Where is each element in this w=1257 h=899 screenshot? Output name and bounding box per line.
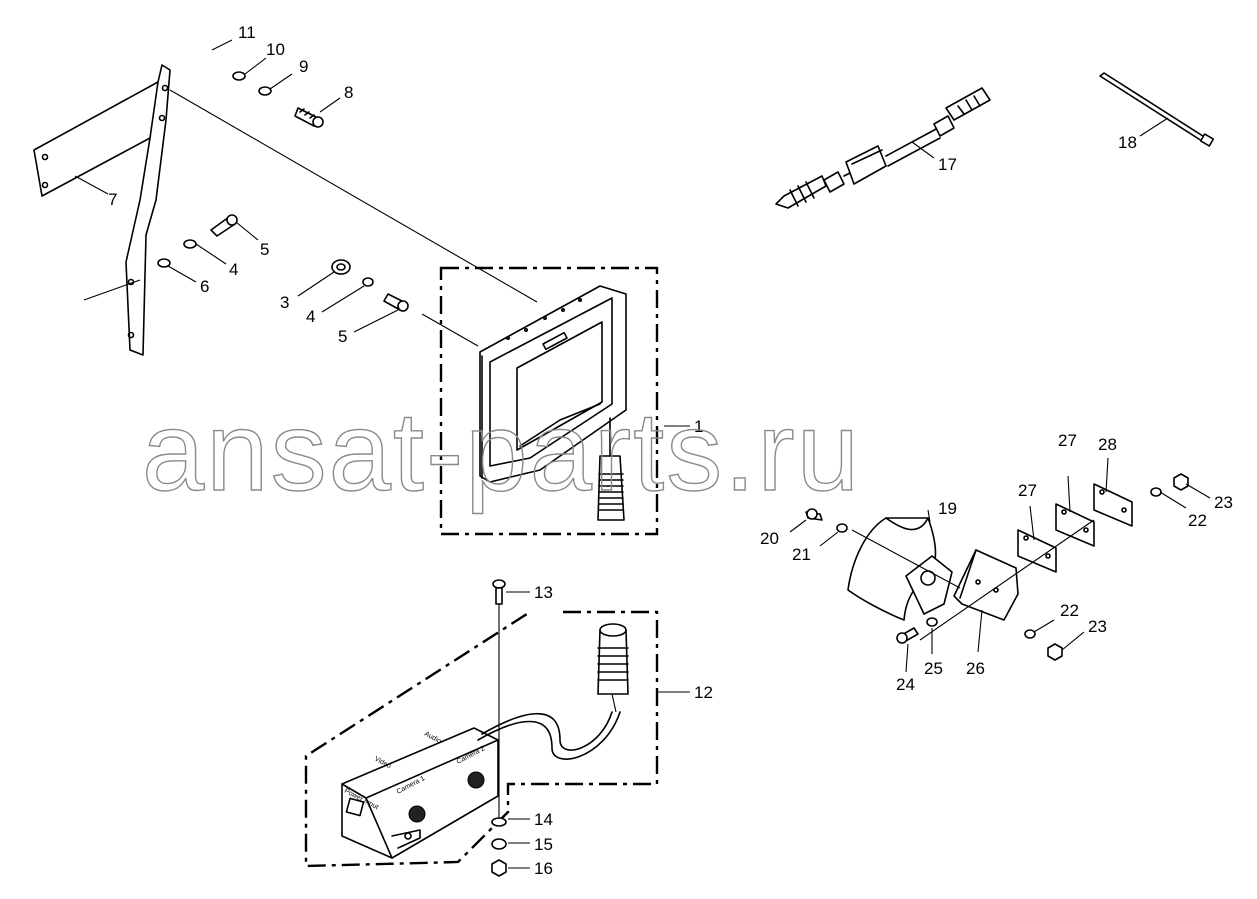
extension-cable	[775, 87, 991, 209]
callout-12: 12	[694, 683, 713, 702]
monitor-phantom-box	[439, 266, 659, 536]
callout-4: 4	[306, 307, 315, 326]
monitor	[479, 285, 690, 521]
callout-10: 10	[266, 40, 285, 59]
callout-22: 22	[1060, 601, 1079, 620]
callout-14: 14	[534, 810, 553, 829]
control-box-fasteners	[491, 579, 690, 877]
callout-11: 11	[238, 23, 256, 42]
callout-1: 1	[694, 417, 703, 436]
callout-27: 27	[1018, 481, 1037, 500]
callout-3: 3	[280, 293, 289, 312]
callout-17: 17	[938, 155, 957, 174]
callout-5: 5	[260, 240, 269, 259]
callout-4: 4	[229, 260, 238, 279]
control-box: Power Input Video Audio Camera 1 Camera …	[341, 623, 629, 859]
callout-24: 24	[896, 675, 915, 694]
callout-23: 23	[1088, 617, 1107, 636]
callout-13: 13	[534, 583, 553, 602]
control-box-phantom-outline	[304, 610, 659, 868]
callout-20: 20	[760, 529, 779, 548]
hardware-set-middle	[331, 259, 409, 312]
watermark: ansat-parts.ru	[142, 389, 861, 514]
callout-22: 22	[1188, 511, 1207, 530]
callout-25: 25	[924, 659, 943, 678]
callout-28: 28	[1098, 435, 1117, 454]
callout-numbers: 1 3 4 4 5 5 6 7 8 9 10 11 12 13 14 15 16…	[108, 23, 1233, 878]
callout-27: 27	[1058, 431, 1077, 450]
callout-16: 16	[534, 859, 553, 878]
callout-5: 5	[338, 327, 347, 346]
callout-15: 15	[534, 835, 553, 854]
bracket-leaders	[74, 39, 538, 347]
cable-tie	[1099, 72, 1215, 147]
callout-21: 21	[792, 545, 811, 564]
callout-8: 8	[344, 83, 353, 102]
hardware-set-top	[232, 71, 324, 128]
callout-9: 9	[299, 57, 308, 76]
callout-26: 26	[966, 659, 985, 678]
audio-label: Audio	[423, 731, 442, 746]
callout-18: 18	[1118, 133, 1137, 152]
mounting-bracket	[33, 64, 171, 356]
callout-23: 23	[1214, 493, 1233, 512]
camera-assembly	[789, 457, 1211, 673]
callout-7: 7	[108, 190, 117, 209]
callout-19: 19	[938, 499, 957, 518]
callout-6: 6	[200, 277, 209, 296]
hardware-set-left	[157, 214, 238, 268]
